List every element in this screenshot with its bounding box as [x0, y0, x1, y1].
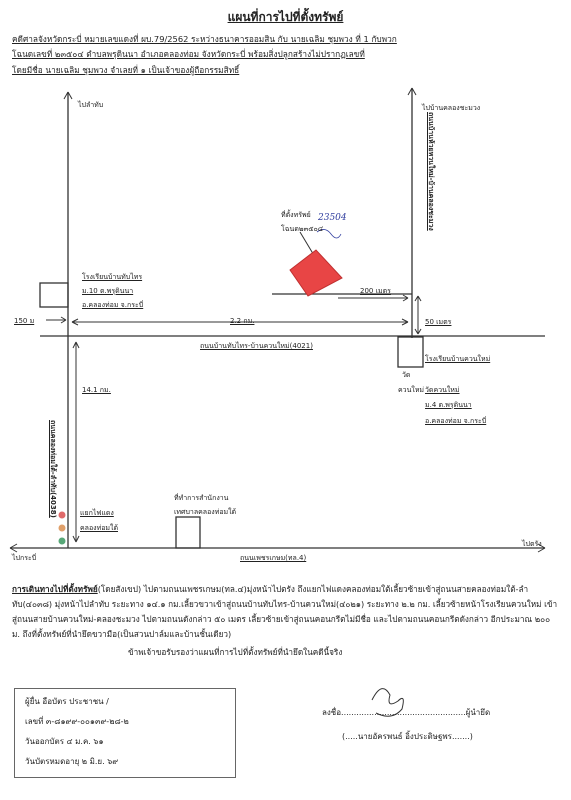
handwritten-deed: 23504	[317, 213, 347, 223]
temple-right-name: วัดควนใหม่	[425, 386, 460, 394]
label-to-trang: ไปตรัง	[522, 540, 542, 548]
school-right-name: โรงเรียนบ้านควนใหม่	[425, 355, 491, 363]
right-road-name: ถนนบ้านห้วยหวนใหม่-บ้านคลองชะมวง	[427, 112, 435, 231]
signature-mark	[371, 688, 404, 717]
label-to-khlong-chamuang: ไปบ้านคลองชะมวง	[422, 104, 481, 112]
label-to-lam-thap: ไปลำทับ	[78, 101, 104, 109]
page-title: แผนที่การไปที่ตั้งทรัพย์	[227, 10, 344, 24]
temple-box-line2: ควนใหม่	[398, 386, 425, 394]
distance-50m: 50 เมตร	[425, 318, 452, 326]
office-label-2: เทศบาลคลองท่อมใต้	[174, 508, 237, 516]
property-plot	[289, 249, 343, 297]
school-left-village: ม.10 ต.พรุดินนา	[82, 287, 134, 295]
temple-right-district: อ.คลองท่อม จ.กระบี่	[425, 417, 487, 425]
signer-name: (.....นายอัครพนธ์ อิ้งประดิษฐพร.......)	[342, 732, 473, 741]
distance-14-1km: 14.1 กม.	[82, 386, 111, 394]
traffic-light-place: คลองท่อมใต้	[80, 524, 118, 532]
owner-id-number: เลขที่ ๓-๘๑๙๙-๐๐๑๓๙-๒๘-๒	[25, 717, 129, 726]
distance-2-2km: 2.2 กม.	[230, 317, 255, 325]
temple-box-line1: วัด	[402, 371, 411, 379]
owner-id-box: ผู้ยื่น อือบัตร ประชาชน / เลขที่ ๓-๘๑๙๙-…	[14, 688, 236, 778]
id-issue-date: วันออกบัตร ๔ ม.ค. ๖๑	[25, 737, 104, 746]
owner-line: โดยมีชื่อ นายเฉลิม ชุมพวง จำเลยที่ ๑ เป็…	[12, 65, 240, 75]
deed-line: โฉนดเลขที่ ๒๓๕๐๔ ตำบลพรุดินนา อำเภอคลองท…	[12, 49, 365, 59]
traffic-light-amber-icon	[58, 524, 66, 532]
office-label-1: ที่ทำการสำนักงาน	[174, 494, 229, 502]
signature-line: ลงชื่อ..................................…	[322, 708, 491, 717]
case-line: คดีศาลจังหวัดกระบี่ หมายเลขแดงที่ ผบ.79/…	[12, 34, 397, 44]
road-4021-name: ถนนบ้านทับไทร-บ้านควนใหม่(4021)	[200, 342, 313, 350]
distance-200m: 200 เมตร	[360, 287, 391, 295]
travel-text: (โดยสังเขป) ไปตามถนนเพชรเกษม(ทล.๔)มุ่งหน…	[12, 584, 558, 639]
school-left-name: โรงเรียนบ้านทับไทร	[82, 273, 143, 281]
property-deed: โฉนด๒๓๕๐๔	[281, 225, 324, 233]
traffic-light-red-icon	[58, 511, 66, 519]
traffic-light-green-icon	[58, 537, 66, 545]
traffic-light-label: แยกไฟแดง	[80, 509, 114, 517]
temple-right-village: ม.4 ต.พรุดินนา	[425, 401, 472, 409]
property-label: ที่ตั้งทรัพย์	[281, 211, 311, 219]
left-road-name: ถนนคลองท่อมใต้-ลำทับ(4038)	[49, 420, 57, 518]
label-to-krabi: ไปกระบี่	[12, 554, 37, 562]
owner-name: ผู้ยื่น อือบัตร ประชาชน /	[25, 697, 109, 706]
id-expire-date: วันบัตรหมดอายุ ๒ มิ.ย. ๖๙	[25, 757, 119, 766]
distance-150m: 150 ม	[14, 317, 35, 325]
highway-name: ถนนเพชรเกษม(ทล.4)	[240, 554, 307, 562]
travel-heading: การเดินทางไปที่ตั้งทรัพย์	[12, 584, 98, 594]
travel-description: การเดินทางไปที่ตั้งทรัพย์(โดยสังเขป) ไปต…	[12, 582, 560, 642]
certify-statement: ข้าพเจ้าขอรับรองว่าแผนที่การไปที่ตั้งทรั…	[128, 647, 343, 657]
school-left-district: อ.คลองท่อม จ.กระบี่	[82, 301, 144, 309]
